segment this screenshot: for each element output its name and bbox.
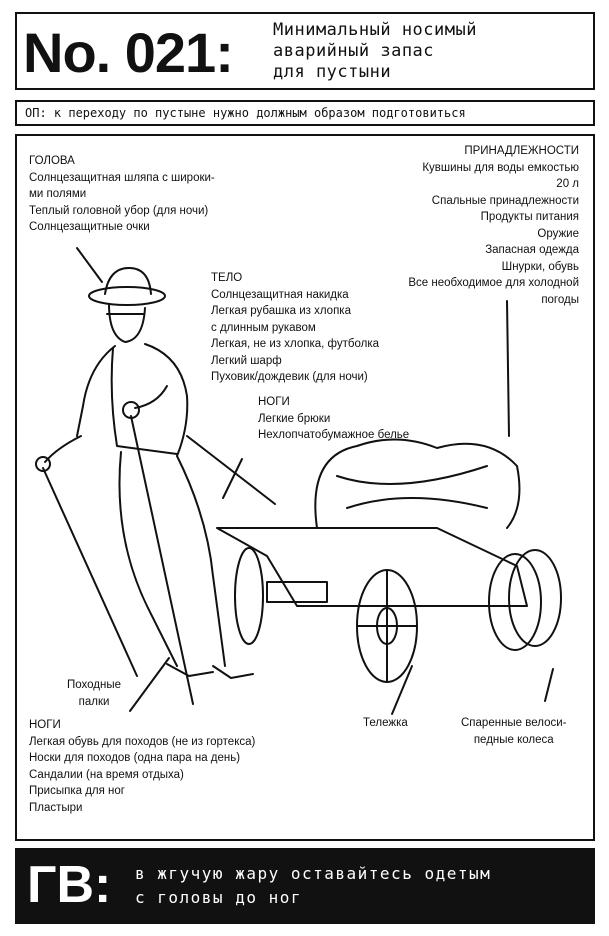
back-arm	[76, 345, 116, 437]
leader-line-poles	[129, 657, 170, 712]
wheels-label: Спаренные велоси- педные колеса	[461, 715, 567, 748]
wheels-label-line: Спаренные велоси-	[461, 717, 567, 729]
feet-item: Присыпка для ног	[29, 785, 125, 797]
wheel-back-left	[234, 547, 264, 645]
head-item: Теплый головной убор (для ночи)	[29, 204, 209, 217]
body-item: Легкая рубашка из хлопка	[211, 305, 351, 317]
cart-frame	[216, 527, 528, 607]
legs-section: НОГИ Легкие брюки Нехлопчатобумажное бел…	[258, 394, 409, 444]
trekking-pole-left	[42, 467, 138, 677]
hiker-with-cart-illustration	[35, 247, 562, 715]
body-item: Пуховик/дождевик (для ночи)	[211, 371, 368, 383]
leader-line-belongings	[506, 300, 510, 437]
head-item: ми полями	[29, 188, 87, 200]
belongings-item: Оружие	[537, 227, 579, 240]
body-item: Легкий шарф	[211, 354, 282, 367]
footer-text: в жгучую жару оставайтесь одетым с голов…	[135, 862, 491, 910]
back-leg	[118, 451, 178, 667]
left-forearm	[44, 435, 82, 463]
leader-line-head	[76, 247, 103, 283]
feet-item: Легкая обувь для походов (не из гортекса…	[29, 735, 256, 748]
right-forearm	[134, 385, 168, 409]
jacket	[110, 347, 178, 455]
body-section: ТЕЛО Солнцезащитная накидка Легкая рубаш…	[211, 270, 379, 386]
poles-label-line: Походные	[67, 679, 122, 691]
entry-number: No. 021:	[23, 21, 234, 84]
legs-item: Нехлопчатобумажное белье	[258, 429, 410, 441]
head-section: ГОЛОВА Солнцезащитная шляпа с широки- ми…	[29, 153, 215, 236]
legs-title: НОГИ	[258, 396, 290, 408]
feet-item: Пластыри	[29, 801, 83, 814]
footer-panel: ГВ: в жгучую жару оставайтесь одетым с г…	[15, 848, 595, 924]
trekking-pole-right	[130, 415, 194, 705]
poles-label: Походные палки	[67, 677, 121, 710]
load-strap-2	[346, 497, 488, 509]
front-torso	[144, 343, 189, 457]
boot-front	[212, 665, 254, 679]
feet-item: Носки для походов (одна пара на день)	[29, 752, 241, 764]
footer-prefix: ГВ:	[27, 856, 112, 914]
belongings-item: Спальные принадлежности	[431, 194, 579, 207]
poles-label-line: палки	[78, 695, 110, 708]
leader-line-legs	[222, 458, 243, 499]
body-item: Легкая, не из хлопка, футболка	[211, 338, 380, 350]
load-strap	[336, 465, 488, 485]
belongings-item: Продукты питания	[480, 211, 579, 223]
cart-load	[314, 438, 521, 529]
header-panel: No. 021: Минимальный носимый аварийный з…	[15, 12, 595, 90]
title-line: Минимальный носимый	[273, 20, 477, 40]
left-hand	[35, 456, 51, 472]
tow-line	[186, 435, 276, 505]
feet-title: НОГИ	[29, 719, 61, 731]
belongings-item: Все необходимое для холодной	[408, 277, 579, 289]
hat-crown	[104, 267, 152, 295]
leader-line-wheels	[544, 668, 554, 702]
head	[108, 303, 146, 343]
footer-line: с головы до ног	[135, 888, 302, 907]
front-leg	[176, 455, 226, 667]
title-line: для пустыни	[273, 62, 392, 82]
cart-plate	[266, 581, 328, 603]
subtitle-panel: ОП: к переходу по пустыне нужно должным …	[15, 100, 595, 126]
hat-brim	[88, 286, 166, 306]
head-item: Солнцезащитная шляпа с широки-	[29, 171, 215, 184]
belongings-title: ПРИНАДЛЕЖНОСТИ	[464, 145, 579, 157]
belongings-item: Запасная одежда	[485, 244, 579, 256]
legs-item: Легкие брюки	[258, 412, 331, 425]
belongings-section: ПРИНАДЛЕЖНОСТИ Кувшины для воды емкостью…	[408, 143, 579, 308]
body-item: с длинным рукавом	[211, 321, 316, 334]
title-line: аварийный запас	[273, 41, 435, 61]
body-title: ТЕЛО	[211, 272, 243, 284]
footer-line: в жгучую жару оставайтесь одетым	[135, 864, 492, 883]
feet-item: Сандалии (на время отдыха)	[29, 768, 184, 781]
belongings-item: Шнурки, обувь	[501, 260, 579, 273]
body-item: Солнцезащитная накидка	[211, 288, 349, 301]
leader-line-cart	[391, 665, 413, 715]
head-item: Солнцезащитные очки	[29, 221, 150, 233]
belongings-item: погоды	[541, 293, 579, 306]
belongings-item: Кувшины для воды емкостью	[422, 161, 579, 174]
wheels-label-line: педные колеса	[473, 733, 554, 746]
wheel-rear-1	[488, 553, 542, 651]
belongings-item: 20 л	[556, 178, 579, 190]
boot-back	[166, 663, 214, 677]
page-title: Минимальный носимый аварийный запас для …	[273, 20, 477, 83]
main-panel: ГОЛОВА Солнцезащитная шляпа с широки- ми…	[15, 134, 595, 841]
wheel-rear-2	[508, 549, 562, 647]
cart-label: Тележка	[363, 717, 408, 729]
subtitle-text: ОП: к переходу по пустыне нужно должным …	[25, 106, 466, 120]
head-title: ГОЛОВА	[29, 155, 75, 167]
feet-section: НОГИ Легкая обувь для походов (не из гор…	[29, 717, 255, 816]
